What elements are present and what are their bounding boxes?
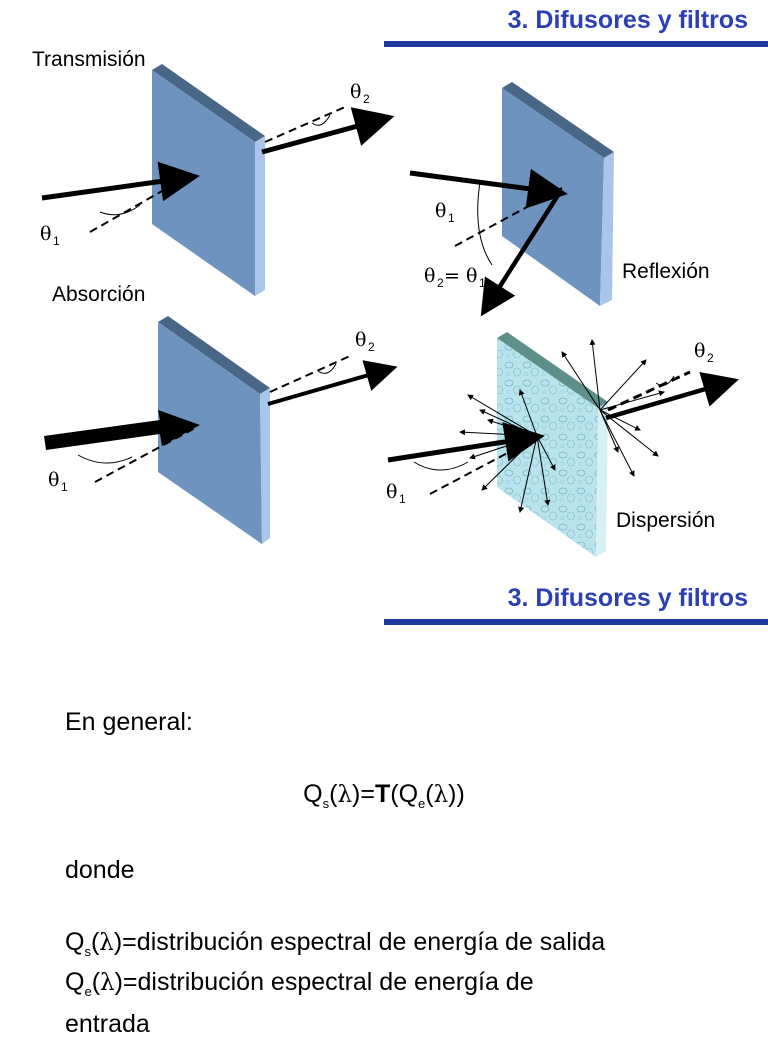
definition-input-continued: entrada — [65, 1010, 150, 1038]
normal-dashed — [89, 177, 186, 233]
equals-sign: = — [444, 265, 460, 287]
panel-reflection: θ 1 θ 2 = θ 1 Reflexión — [409, 82, 710, 317]
slab-side — [255, 136, 265, 296]
intro-text: En general: — [65, 708, 193, 736]
slab-top — [152, 64, 265, 142]
normal-dashed-out — [607, 370, 691, 412]
title-underline — [384, 41, 768, 47]
slab-top — [497, 332, 608, 408]
thick-incident-ray — [44, 410, 200, 450]
where-text: donde — [65, 856, 135, 884]
slide-title: 3. Difusores y filtros — [507, 6, 748, 34]
label-dispersion: Dispersión — [616, 509, 715, 532]
theta1-subscript: 1 — [53, 234, 60, 248]
slab-side — [260, 388, 270, 544]
slab-side — [596, 402, 608, 557]
normal-dashed — [429, 439, 533, 495]
label-absorption: Absorción — [52, 283, 145, 306]
panel-absorption: Absorción θ 1 θ 2 — [44, 283, 398, 544]
slide-title-second: 3. Difusores y filtros — [507, 584, 748, 612]
transmitted-ray — [267, 360, 398, 406]
incident-ray — [41, 161, 200, 202]
panel-transmission: Transmisión θ 1 θ 2 — [32, 48, 395, 296]
angle-arc — [477, 181, 493, 266]
normal-dashed — [454, 187, 563, 247]
definition-input: Qe(λ)=distribución espectral de energía … — [65, 968, 534, 999]
incident-ray — [387, 422, 545, 463]
theta1-symbol: θ — [48, 469, 59, 491]
normal-dashed-out — [269, 355, 351, 393]
theta2-subscript: 2 — [707, 351, 714, 365]
transmitted-ray — [261, 107, 395, 155]
angle-arc-2 — [655, 375, 675, 386]
slab-top — [502, 82, 614, 158]
theta2-subscript: 2 — [368, 340, 375, 354]
theta2-symbol: θ — [355, 329, 366, 351]
theta1-subscript: 1 — [61, 480, 68, 494]
theta1-symbol: θ — [40, 223, 51, 245]
label-transmission: Transmisión — [32, 48, 146, 71]
theta1-subscript: 1 — [399, 492, 406, 506]
theta1-symbol-b: θ — [466, 265, 477, 287]
definition-output: Qs(λ)=distribución espectral de energía … — [65, 928, 606, 959]
angle-arc-1 — [413, 461, 469, 471]
formula: Qs(λ)=T(Qe(λ)) — [303, 780, 465, 811]
normal-dashed — [94, 427, 196, 483]
label-reflection: Reflexión — [622, 260, 710, 283]
angle-arc-1 — [99, 204, 141, 216]
angle-arc-2 — [317, 363, 337, 374]
panel-dispersion: θ 1 θ 2 Dispersión — [386, 332, 739, 557]
theta2-symbol: θ — [350, 81, 361, 103]
optics-diagram: Transmisión θ 1 θ 2 θ 1 θ 2 = θ 1 Reflex… — [32, 48, 739, 557]
theta2-subscript: 2 — [363, 92, 370, 106]
theta1-symbol: θ — [386, 481, 397, 503]
angle-arc-2 — [311, 114, 331, 126]
slab-front — [152, 70, 255, 296]
theta2-symbol: θ — [424, 265, 435, 287]
slab-front — [158, 322, 262, 544]
incident-ray — [409, 168, 568, 209]
theta2-subscript: 2 — [437, 276, 444, 290]
slab-side — [600, 152, 614, 306]
title-underline-second — [384, 619, 768, 625]
slab-top — [158, 316, 270, 394]
angle-arc-1 — [77, 454, 133, 464]
reflected-ray — [480, 190, 562, 317]
theta1-subscript-b: 1 — [479, 276, 486, 290]
theta1-subscript: 1 — [448, 211, 455, 225]
transmitted-ray — [605, 372, 739, 421]
theta1-symbol: θ — [435, 200, 446, 222]
normal-dashed-out — [264, 106, 346, 143]
theta2-symbol: θ — [694, 340, 705, 362]
